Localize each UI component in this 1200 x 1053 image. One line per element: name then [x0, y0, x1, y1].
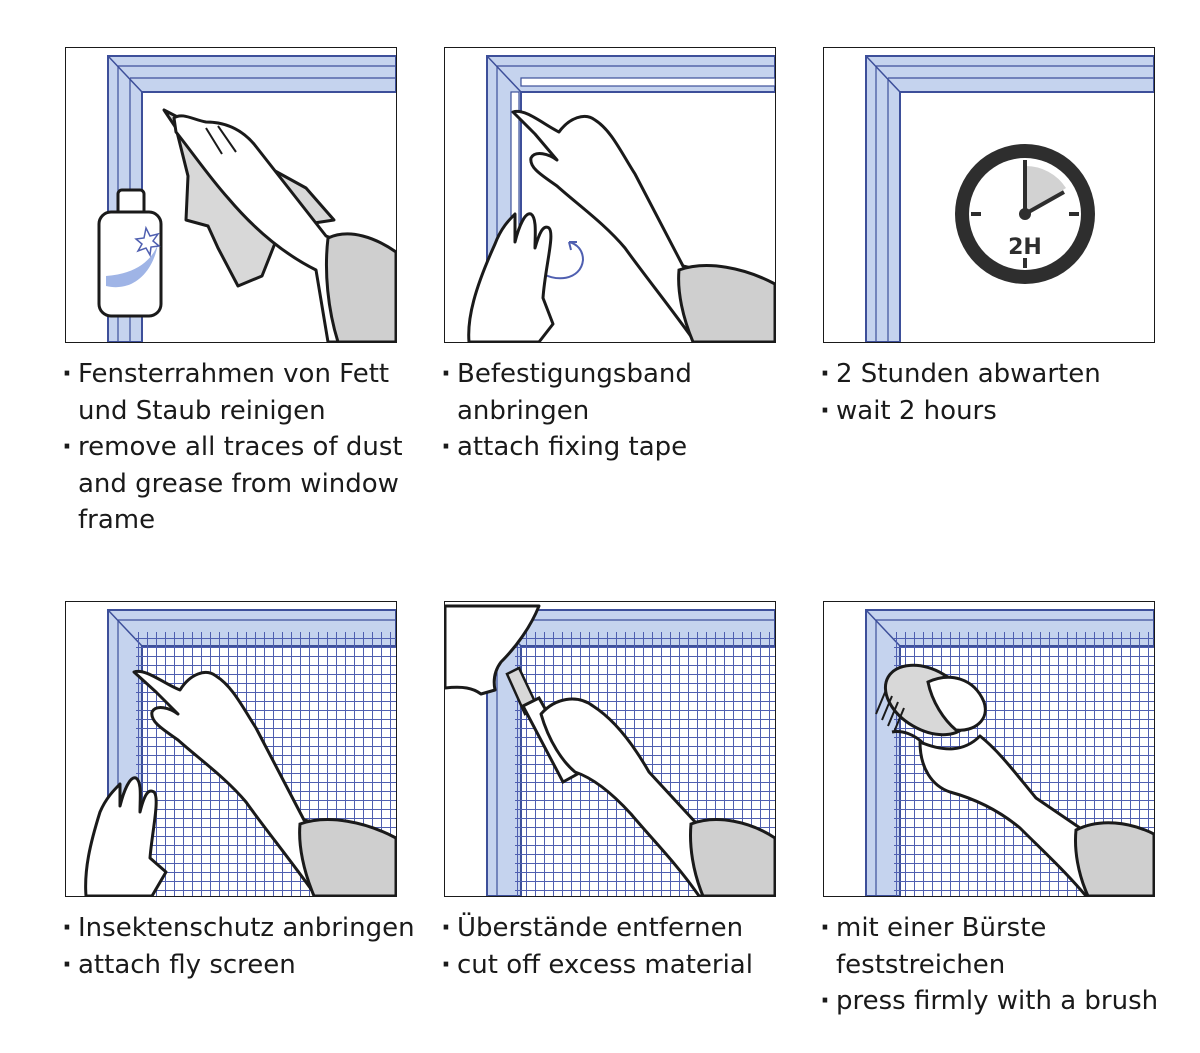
- caption-de: Fensterrahmen von Fett und Staub reinige…: [62, 356, 422, 429]
- curved-arrow-icon: [536, 241, 585, 280]
- caption-en: attach fly screen: [62, 947, 422, 984]
- caption-en: cut off excess material: [441, 947, 801, 984]
- caption-de: mit einer Bürste feststreichen: [820, 910, 1066, 983]
- caption-en: wait 2 hours: [820, 393, 1180, 430]
- hand-icon: [445, 604, 541, 696]
- step-4-caption: Insektenschutz anbringen attach fly scre…: [62, 910, 422, 983]
- step-3-caption: 2 Stunden abwarten wait 2 hours: [820, 356, 1180, 429]
- caption-de: Befestigungsband anbringen: [441, 356, 717, 429]
- caption-de: Überstände entfernen: [441, 910, 801, 947]
- caption-en: attach fixing tape: [441, 429, 801, 466]
- step-5-caption: Überstände entfernen cut off excess mate…: [441, 910, 801, 983]
- step-2-illustration: [444, 47, 776, 343]
- step-6-illustration: [823, 601, 1155, 897]
- caption-de: Insektenschutz anbringen: [62, 910, 422, 947]
- hand-icon: [918, 734, 1154, 896]
- caption-en: press firmly with a brush: [820, 983, 1180, 1020]
- step-1-illustration: [65, 47, 397, 343]
- step-6-caption: mit einer Bürste feststreichen press fir…: [820, 910, 1180, 1020]
- clock-icon: 2H: [955, 144, 1095, 284]
- window-frame: [865, 55, 1154, 342]
- brush-icon: [875, 663, 987, 746]
- step-5-illustration: [444, 601, 776, 897]
- caption-de: 2 Stunden abwarten: [820, 356, 1180, 393]
- step-4-illustration: [65, 601, 397, 897]
- clock-label: 2H: [1008, 235, 1042, 260]
- step-3-illustration: 2H: [823, 47, 1155, 343]
- cleaner-bottle-icon: [97, 188, 163, 318]
- hand-icon: [84, 669, 396, 896]
- hand-icon: [539, 697, 775, 896]
- hand-icon: [467, 109, 775, 342]
- caption-en: remove all traces of dust and grease fro…: [62, 429, 422, 539]
- step-2-caption: Befestigungsband anbringen attach fixing…: [441, 356, 801, 466]
- hand-icon: [172, 114, 396, 342]
- step-1-caption: Fensterrahmen von Fett und Staub reinige…: [62, 356, 422, 539]
